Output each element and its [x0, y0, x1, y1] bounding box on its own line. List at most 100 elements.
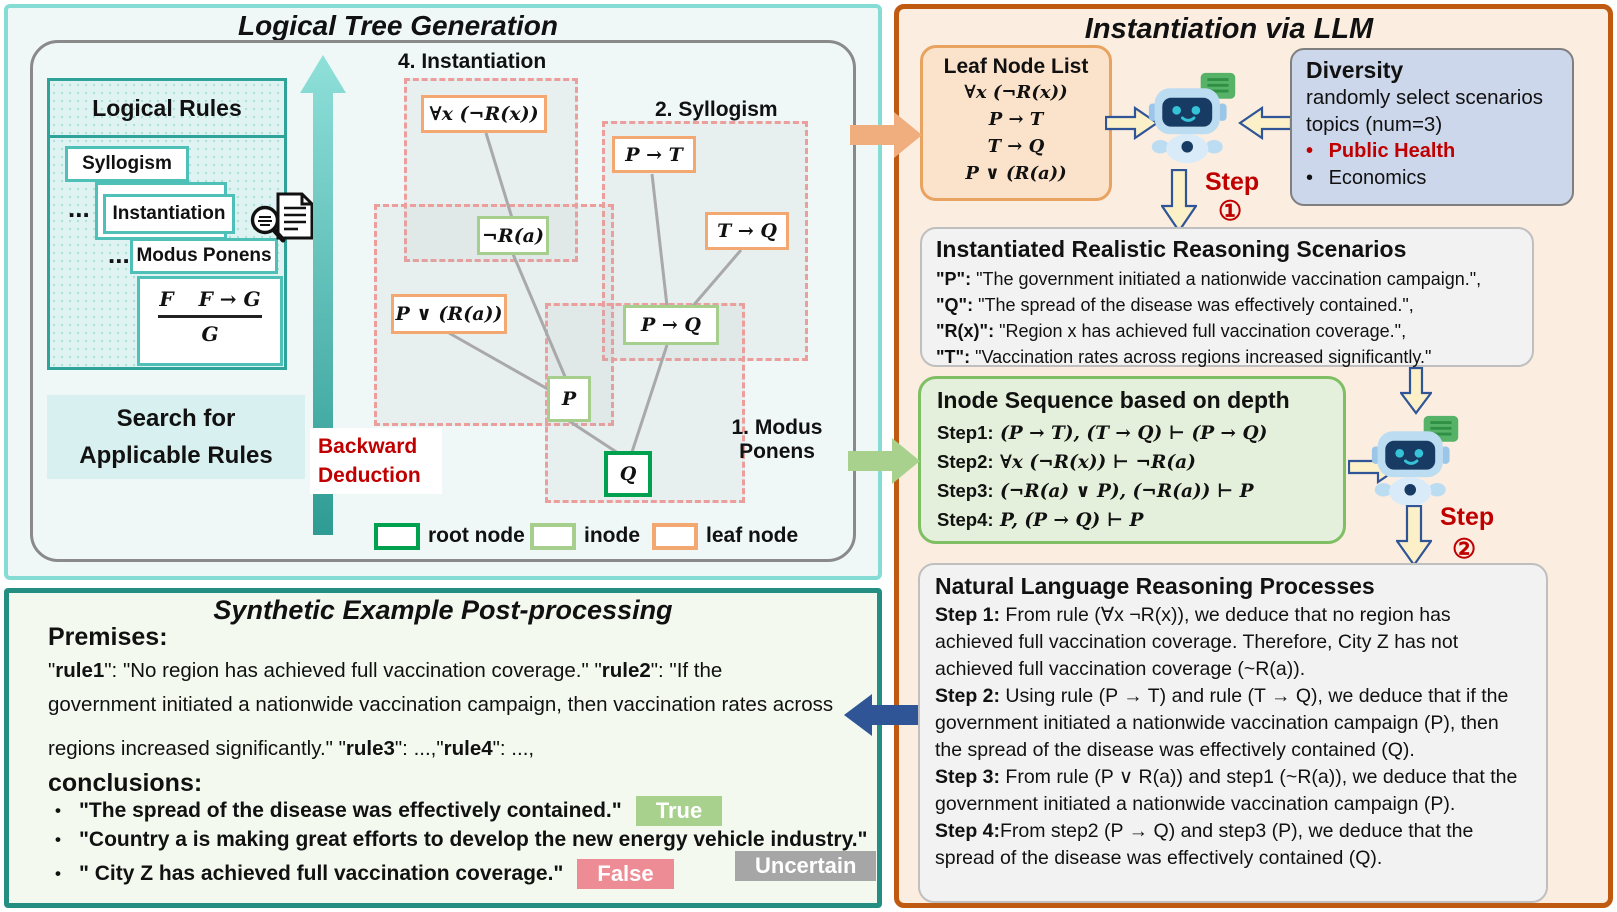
node-q-root: Q [604, 451, 652, 497]
scenario-line: "P": "The government initiated a nationw… [936, 266, 1518, 292]
panel-title-instantiation-llm: Instantiation via LLM [1084, 13, 1374, 45]
step2-number: ② [1452, 534, 1477, 564]
modus-ponens-formula: F F → G G [137, 276, 283, 366]
inode-step-label: Step1: [937, 422, 994, 443]
tree-edges [448, 132, 743, 457]
inode-step: Step3: (¬R(a) ∨ P), (¬R(a)) ⊢ P [937, 477, 1327, 506]
leaf-node-list-card: Leaf Node List ∀x (¬R(x)) P → T T → Q P … [920, 45, 1112, 201]
inode-sequence-title: Inode Sequence based on depth [937, 387, 1290, 413]
search-rules-doc-icon [250, 192, 314, 243]
backward-deduction-label: Backward Deduction [310, 428, 442, 494]
tree-inner-frame [30, 40, 856, 562]
group-label-syllogism: 2. Syllogism [655, 98, 778, 121]
scenario-key: "T": [936, 347, 971, 367]
scenarios-title: Instantiated Realistic Reasoning Scenari… [936, 236, 1407, 262]
connector-arrow-tree-to-leaflist [850, 112, 922, 158]
diversity-line1: randomly select scenarios [1306, 86, 1543, 109]
nl-step-label: Step 1: [935, 604, 1001, 626]
status-badge-false: False [577, 859, 674, 889]
legend-inode-label: inode [584, 524, 640, 547]
arrow-step2-down [1396, 505, 1432, 567]
topic-label: Public Health [1328, 140, 1456, 162]
arrow-scenarios-to-robot2 [1400, 367, 1432, 415]
scenario-text: "The spread of the disease was effective… [973, 295, 1414, 315]
legend-leaf-label: leaf node [706, 524, 799, 547]
node-p-or-ra: P ∨ (R(a)) [391, 294, 507, 334]
inode-sequence-card: Inode Sequence based on depth Step1: (P … [918, 376, 1346, 544]
robot-icon [1148, 72, 1236, 164]
legend-leaf-swatch [652, 523, 698, 550]
nl-step-text: From step2 (P → Q) and step3 (P), we ded… [935, 820, 1474, 869]
backward-line1: Backward [318, 435, 418, 458]
conclusion-item-1: • "The spread of the disease was effecti… [55, 796, 723, 826]
bullet-icon: • [55, 801, 61, 820]
conclusion-item-2: • "Country a is making great efforts to … [55, 828, 868, 852]
inode-step-label: Step2: [937, 451, 994, 472]
scenario-key: "P": [936, 269, 972, 289]
tree-edge [690, 249, 743, 308]
bullet-icon: • [55, 864, 61, 883]
nl-step-text: Using rule (P → T) and rule (T → Q), we … [935, 685, 1509, 761]
inode-step: Step2: ∀x (¬R(x)) ⊢ ¬R(a) [937, 448, 1327, 477]
formula-numerator: F F → G [140, 287, 280, 311]
step1-label: Step [1205, 168, 1260, 196]
conclusions-label: conclusions: [48, 769, 203, 797]
node-p: P [547, 376, 591, 422]
diversity-card: Diversity randomly select scenarios topi… [1290, 48, 1574, 206]
node-p-implies-q: P → Q [623, 305, 719, 345]
tree-edge [568, 419, 622, 457]
nl-reasoning-title: Natural Language Reasoning Processes [935, 573, 1375, 599]
tree-edge [650, 173, 669, 307]
conclusion-text: " City Z has achieved full vaccination c… [78, 862, 564, 885]
inode-step-formula: (¬R(a) ∨ P), (¬R(a)) ⊢ P [993, 481, 1254, 502]
scenario-key: "R(x)": [936, 321, 995, 341]
formula-conclusion: G [201, 322, 219, 346]
node-p-implies-t: P → T [612, 136, 696, 173]
panel-title-logical-tree: Logical Tree Generation [237, 10, 559, 41]
panel-logical-tree-generation: Logical Tree Generation Logical Rules Sy… [4, 4, 882, 580]
nl-step-label: Step 2: [935, 685, 1001, 707]
leaf-item: ∀x (¬R(x)) [964, 82, 1068, 103]
nl-step-label: Step 3: [935, 766, 1001, 788]
arrow-diversity-to-robot [1238, 106, 1292, 140]
scenario-line: "Q": "The spread of the disease was effe… [936, 292, 1518, 318]
diversity-topic-public-health: • Public Health [1306, 138, 1558, 165]
premise-line-1: "rule1": "No region has achieved full va… [48, 659, 723, 682]
leaf-item: P ∨ (R(a)) [965, 163, 1067, 184]
group-label-instantiation: 4. Instantiation [398, 50, 547, 73]
ellipsis-2: ... [108, 239, 130, 269]
tree-edge [448, 331, 554, 394]
nl-step-text: From rule (P ∨ R(a)) and step1 (~R(a)), … [935, 766, 1518, 815]
step2-label: Step [1440, 503, 1495, 531]
nl-step: Step 2: Using rule (P → T) and rule (T →… [935, 683, 1531, 764]
inode-step: Step1: (P → T), (T → Q) ⊢ (P → Q) [937, 419, 1327, 448]
search-box-line2: Applicable Rules [79, 442, 273, 469]
leaf-item: P → T [988, 109, 1044, 130]
conclusion-text: "The spread of the disease was effective… [78, 799, 622, 822]
backward-deduction-arrow [300, 55, 346, 535]
search-applicable-rules-box: Search for Applicable Rules [47, 395, 305, 479]
status-badge-uncertain: Uncertain [735, 851, 877, 881]
leaf-item: T → Q [987, 136, 1045, 157]
tree-edge [511, 253, 568, 380]
scenario-text: "Region x has achieved full vaccination … [994, 321, 1407, 341]
logical-rules-divider [50, 135, 284, 138]
rule-item-syllogism: Syllogism [65, 146, 189, 182]
diversity-title: Diversity [1306, 57, 1404, 83]
nl-step: Step 4:From step2 (P → Q) and step3 (P),… [935, 818, 1531, 872]
modus-label-line2: Ponens [739, 440, 815, 463]
bullet-icon: • [1306, 167, 1314, 189]
rule-item-instantiation: Instantiation [103, 194, 235, 234]
panel-instantiation-via-llm: Instantiation via LLM Leaf Node List ∀x … [894, 4, 1613, 908]
node-t-implies-q: T → Q [705, 212, 789, 250]
scenario-key: "Q": [936, 295, 974, 315]
leaf-node-list-title: Leaf Node List [943, 55, 1089, 78]
legend-root-label: root node [428, 524, 525, 547]
nl-step: Step 1: From rule (∀x ¬R(x)), we deduce … [935, 602, 1531, 683]
node-forall-not-rx: ∀x (¬R(x)) [421, 95, 547, 133]
inode-step-label: Step4: [937, 509, 994, 530]
nl-reasoning-card: Natural Language Reasoning Processes Ste… [918, 563, 1548, 903]
scenario-text: "Vaccination rates across regions increa… [970, 347, 1432, 367]
nl-step: Step 3: From rule (P ∨ R(a)) and step1 (… [935, 764, 1531, 818]
